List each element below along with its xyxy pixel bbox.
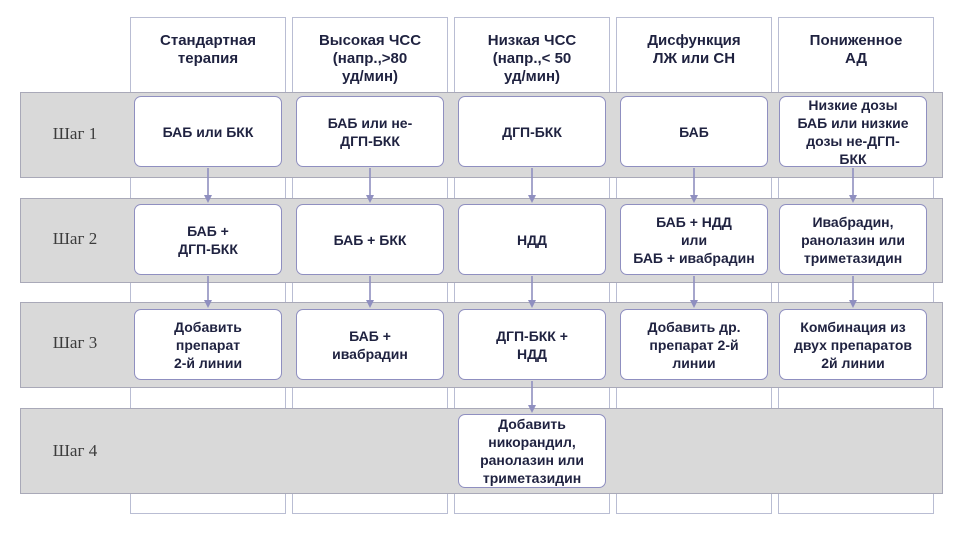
column-header-lv-dysfunction: Дисфункция ЛЖ или СН — [647, 32, 741, 67]
step2-lv-dysfunction-box: БАБ + НДД или БАБ + ивабрадин — [620, 204, 768, 275]
column-header-low-hr: Низкая ЧСС (напр.,< 50 уд/мин) — [487, 32, 577, 85]
step3-lv-dysfunction-box: Добавить др. препарат 2-й линии — [620, 309, 768, 380]
step-label-3: Шаг 3 — [52, 333, 98, 352]
column-header-high-hr: Высокая ЧСС (напр.,>80 уд/мин) — [318, 32, 422, 85]
step-label-4: Шаг 4 — [52, 441, 98, 460]
step2-standard-box: БАБ + ДГП-БКК — [134, 204, 282, 275]
step-label-2: Шаг 2 — [52, 229, 98, 248]
step3-standard-box: Добавить препарат 2-й линии — [134, 309, 282, 380]
column-header-standard: Стандартная терапия — [160, 32, 256, 67]
step2-high-hr-box: БАБ + БКК — [296, 204, 444, 275]
step1-high-hr-box: БАБ или не- ДГП-БКК — [296, 96, 444, 167]
step3-low-hr-box: ДГП-БКК + НДД — [458, 309, 606, 380]
step2-low-bp-box: Ивабрадин, ранолазин или триметазидин — [779, 204, 927, 275]
step1-low-hr-box: ДГП-БКК — [458, 96, 606, 167]
step1-standard-box: БАБ или БКК — [134, 96, 282, 167]
step1-lv-dysfunction-box: БАБ — [620, 96, 768, 167]
step4-low-hr-box: Добавить никорандил, ранолазин или триме… — [458, 414, 606, 488]
step1-low-bp-box: Низкие дозы БАБ или низкие дозы не-ДГП- … — [779, 96, 927, 167]
step3-low-bp-box: Комбинация из двух препаратов 2й линии — [779, 309, 927, 380]
column-header-low-bp: Пониженное АД — [809, 32, 903, 67]
step2-low-hr-box: НДД — [458, 204, 606, 275]
step-label-1: Шаг 1 — [52, 124, 98, 143]
step3-high-hr-box: БАБ + ивабрадин — [296, 309, 444, 380]
